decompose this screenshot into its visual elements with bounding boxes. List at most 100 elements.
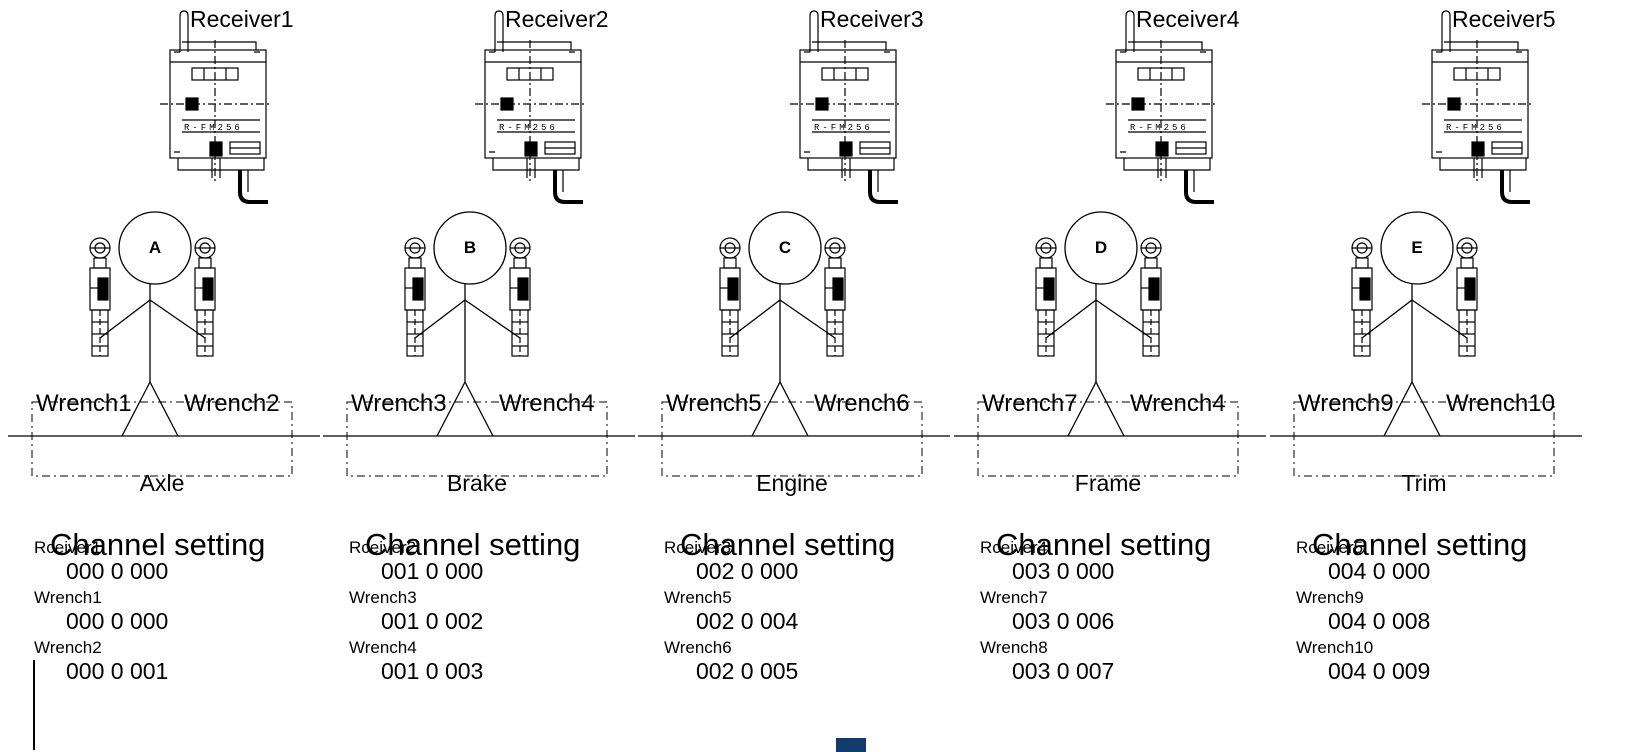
setting-label: Wrench7 [980, 588, 1048, 607]
receiver-model-text: R-FM256 [499, 123, 558, 133]
receiver-device-icon: R-FM256 [1422, 10, 1532, 204]
right-wrench-label: Wrench4 [499, 390, 595, 417]
operator-letter: A [148, 238, 162, 257]
setting-label: Rceiver2 [349, 538, 417, 557]
setting-value: 001 0 003 [381, 658, 484, 684]
operator-head-icon [748, 211, 822, 285]
setting-label: Wrench10 [1296, 638, 1374, 657]
setting-label: Rceiver4 [980, 538, 1048, 557]
process-zone-box [1293, 401, 1555, 477]
left-wrench-label: Wrench3 [351, 390, 447, 417]
receiver-label: Receiver4 [1136, 6, 1240, 32]
receiver-model-text: R-FM256 [1446, 123, 1505, 133]
left-wrench-label: Wrench1 [36, 390, 132, 417]
channel-setting-title: Channel setting [996, 527, 1212, 562]
station-drawing: R-FM256 [954, 10, 1266, 477]
process-label: Frame [1074, 470, 1142, 496]
wrench-right-icon [1140, 237, 1162, 357]
right-wrench-label: Wrench6 [814, 390, 910, 417]
setting-value: 000 0 000 [66, 608, 169, 634]
page-marker [836, 738, 866, 752]
process-zone-box [31, 401, 293, 477]
receiver-device-icon: R-FM256 [1106, 10, 1216, 204]
receiver-label: Receiver3 [820, 6, 924, 32]
setting-label: Rceiver5 [1296, 538, 1364, 557]
left-wrench-label: Wrench5 [666, 390, 762, 417]
setting-value: 004 0 000 [1328, 558, 1431, 584]
setting-value: 003 0 000 [1012, 558, 1115, 584]
wrench-right-icon [509, 237, 531, 357]
process-label: Trim [1401, 470, 1447, 496]
setting-label: Wrench9 [1296, 588, 1364, 607]
setting-value: 003 0 007 [1012, 658, 1115, 684]
right-wrench-label: Wrench2 [184, 390, 280, 417]
channel-setting-title: Channel setting [680, 527, 896, 562]
channel-setting-title: Channel setting [365, 527, 581, 562]
process-label: Brake [446, 470, 508, 496]
channel-setting-title: Channel setting [1312, 527, 1528, 562]
wrench-right-icon [1456, 237, 1478, 357]
setting-label: Rceiver3 [664, 538, 732, 557]
receiver-label: Receiver1 [190, 6, 294, 32]
setting-label: Wrench8 [980, 638, 1048, 657]
wrench-left-icon [404, 237, 426, 357]
setting-value: 000 0 000 [66, 558, 169, 584]
receiver-label: Receiver5 [1452, 6, 1556, 32]
right-wrench-label: Wrench4 [1130, 390, 1226, 417]
station-drawing: R-FM256 [638, 10, 950, 477]
wrench-left-icon [719, 237, 741, 357]
wrench-right-icon [824, 237, 846, 357]
station-drawing: R-FM256 [323, 10, 635, 477]
wrench-right-icon [194, 237, 216, 357]
process-label: Axle [139, 470, 185, 496]
operator-letter: B [463, 238, 477, 257]
channel-setting-title: Channel setting [50, 527, 266, 562]
operator-figure [1045, 211, 1152, 437]
process-zone-box [977, 401, 1239, 477]
setting-label: Wrench6 [664, 638, 732, 657]
process-zone-box [346, 401, 608, 477]
setting-label: Wrench5 [664, 588, 732, 607]
setting-value: 001 0 000 [381, 558, 484, 584]
setting-value: 004 0 008 [1328, 608, 1431, 634]
station-drawing: R-FM256 [1270, 10, 1582, 477]
wrench-left-icon [1035, 237, 1057, 357]
receiver-model-text: R-FM256 [1130, 123, 1189, 133]
operator-figure [99, 211, 206, 437]
left-wrench-label: Wrench7 [982, 390, 1078, 417]
operator-head-icon [118, 211, 192, 285]
setting-value: 004 0 009 [1328, 658, 1431, 684]
operator-head-icon [1380, 211, 1454, 285]
setting-value: 003 0 006 [1012, 608, 1115, 634]
operator-letter: E [1411, 238, 1423, 257]
receiver-device-icon: R-FM256 [790, 10, 900, 204]
receiver-model-text: R-FM256 [814, 123, 873, 133]
setting-label: Wrench1 [34, 588, 102, 607]
operator-letter: D [1094, 238, 1108, 257]
setting-value: 001 0 002 [381, 608, 484, 634]
receiver-device-icon: R-FM256 [160, 10, 270, 204]
right-wrench-label: Wrench10 [1446, 390, 1555, 417]
setting-value: 002 0 004 [696, 608, 799, 634]
wrench-left-icon [1351, 237, 1373, 357]
station-drawing: R-FM256 [8, 10, 320, 477]
process-zone-box [661, 401, 923, 477]
left-wrench-label: Wrench9 [1298, 390, 1394, 417]
setting-label: Wrench4 [349, 638, 417, 657]
receiver-device-icon: R-FM256 [475, 10, 585, 204]
setting-label: Wrench2 [34, 638, 102, 657]
setting-value: 002 0 000 [696, 558, 799, 584]
operator-head-icon [1064, 211, 1138, 285]
setting-value: 002 0 005 [696, 658, 799, 684]
page-left-bar [33, 660, 35, 750]
receiver-label: Receiver2 [505, 6, 609, 32]
wrench-left-icon [89, 237, 111, 357]
setting-label: Wrench3 [349, 588, 417, 607]
operator-letter: C [778, 238, 792, 257]
operator-head-icon [433, 211, 507, 285]
